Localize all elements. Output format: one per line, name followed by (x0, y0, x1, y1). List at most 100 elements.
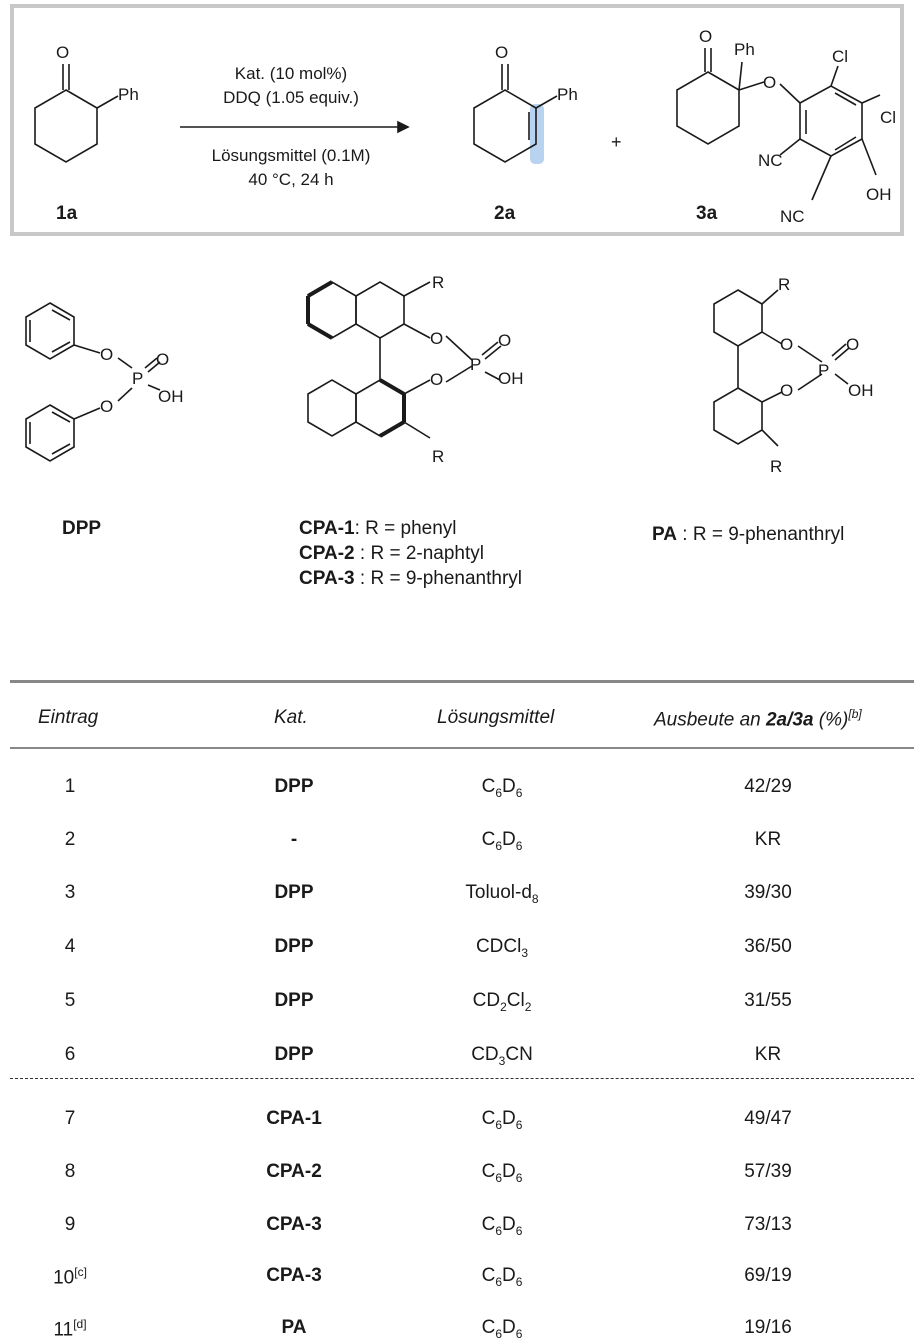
header-entry: Eintrag (38, 707, 99, 728)
cell-solvent: Toluol-d8 (465, 882, 539, 906)
cell-catalyst: PA (281, 1317, 307, 1338)
cell-yield: 73/13 (744, 1214, 792, 1235)
product-3a-chlorine-2: Cl (880, 108, 896, 127)
product-2a-oxygen-atom: O (495, 43, 508, 62)
header-catalyst: Kat. (274, 707, 308, 728)
cell-entry: 6 (64, 1044, 76, 1065)
cell-entry: 2 (64, 829, 76, 850)
table-top-rule (10, 680, 914, 683)
cell-entry: 5 (64, 990, 76, 1011)
cell-yield: 49/47 (744, 1108, 792, 1129)
cell-entry: 8 (64, 1161, 76, 1182)
cell-solvent: C6D6 (481, 1161, 523, 1185)
cell-yield: 36/50 (744, 936, 792, 957)
cell-catalyst: DPP (274, 936, 314, 957)
product-2a-phenyl-group: Ph (557, 85, 578, 104)
cell-catalyst: DPP (274, 1044, 314, 1065)
product-3a-phenyl-group: Ph (734, 40, 755, 59)
pa-r-group-1: R (778, 275, 790, 294)
cpa-hydroxyl: OH (498, 369, 524, 388)
cell-yield: KR (754, 1044, 782, 1065)
cell-solvent: CDCl3 (475, 936, 529, 960)
dpp-oxo: O (156, 350, 169, 369)
cell-yield: 19/16 (744, 1317, 792, 1338)
cell-solvent: C6D6 (481, 1265, 523, 1289)
cpa-1-label: CPA-1: R = phenyl (299, 518, 457, 539)
product-3a-hydroxyl: OH (866, 185, 892, 204)
cell-entry: 7 (64, 1108, 76, 1129)
product-3a-label: 3a (696, 203, 718, 224)
cell-solvent: C6D6 (481, 829, 523, 853)
cell-yield: KR (754, 829, 782, 850)
cell-catalyst: CPA-3 (266, 1214, 322, 1235)
condition-solvent: Lösungsmittel (0.1M) (211, 146, 371, 165)
product-3a-nitrile-2: NC (780, 207, 805, 226)
cell-entry: 1 (64, 776, 76, 797)
reaction-arrow (180, 120, 410, 134)
dpp-hydroxyl: OH (158, 387, 184, 406)
cell-solvent: C6D6 (481, 1317, 523, 1341)
pa-r-group-2: R (770, 457, 782, 476)
reactant-label: 1a (56, 203, 78, 224)
cell-catalyst: - (290, 829, 298, 850)
cell-catalyst: DPP (274, 882, 314, 903)
reaction-scheme-box (10, 4, 904, 236)
pa-structure (713, 289, 850, 447)
table-header-rule (10, 747, 914, 749)
pa-oxo: O (846, 335, 859, 354)
reactant-phenyl-group: Ph (118, 85, 139, 104)
cell-yield: 42/29 (744, 776, 792, 797)
cell-yield: 57/39 (744, 1161, 792, 1182)
table-dashed-separator (10, 1078, 914, 1079)
dpp-phosphorus: P (132, 369, 143, 388)
cell-solvent: C6D6 (481, 776, 523, 800)
dpp-structure (25, 302, 161, 462)
product-3a-nitrile-1: NC (758, 151, 783, 170)
product-3a-structure (676, 48, 881, 201)
cell-yield: 31/55 (744, 990, 792, 1011)
cell-solvent: CD2Cl2 (472, 990, 532, 1014)
cell-solvent: C6D6 (481, 1108, 523, 1132)
header-yield: Ausbeute an 2a/3a (%)[b] (654, 707, 862, 731)
pa-phosphorus: P (818, 361, 829, 380)
cell-catalyst: CPA-3 (266, 1265, 322, 1286)
cpa-oxo: O (498, 331, 511, 350)
product-2a-structure (473, 64, 558, 164)
pa-oxygen-2: O (780, 381, 793, 400)
cell-solvent: C6D6 (481, 1214, 523, 1238)
catalyst-structures: O O P O OH R O O P O OH R R O O P O OH R (25, 273, 874, 476)
reactant-oxygen-atom: O (56, 43, 69, 62)
pa-label: PA : R = 9-phenanthryl (652, 524, 845, 545)
cell-entry: 4 (64, 936, 76, 957)
condition-oxidant: DDQ (1.05 equiv.) (223, 88, 359, 107)
pa-oxygen-1: O (780, 335, 793, 354)
cell-solvent: CD3CN (471, 1044, 533, 1068)
product-3a-oxygen-atom: O (699, 27, 712, 46)
dpp-oxygen-2: O (100, 397, 113, 416)
product-3a-ether-oxygen: O (763, 73, 776, 92)
cpa-r-group-2: R (432, 447, 444, 466)
cell-entry: 11[d] (53, 1317, 87, 1341)
pa-hydroxyl: OH (848, 381, 874, 400)
cpa-3-label: CPA-3 : R = 9-phenanthryl (299, 568, 523, 589)
header-solvent: Lösungsmittel (437, 707, 555, 728)
cpa-oxygen-2: O (430, 370, 443, 389)
cpa-structure (306, 280, 502, 439)
cpa-r-group-1: R (432, 273, 444, 292)
entry-footnote: [d] (73, 1317, 87, 1331)
dpp-oxygen-1: O (100, 345, 113, 364)
entry-footnote: [c] (74, 1265, 87, 1279)
cell-catalyst: DPP (274, 776, 314, 797)
dpp-label: DPP (62, 518, 102, 539)
condition-temp-time: 40 °C, 24 h (248, 170, 334, 189)
cpa-oxygen-1: O (430, 329, 443, 348)
product-2a-label: 2a (494, 203, 516, 224)
cell-entry: 3 (64, 882, 76, 903)
cell-entry: 10[c] (53, 1265, 87, 1289)
product-3a-chlorine-1: Cl (832, 47, 848, 66)
cpa-2-label: CPA-2 : R = 2-naphtyl (299, 543, 484, 564)
cell-catalyst: CPA-2 (266, 1161, 322, 1182)
cell-catalyst: CPA-1 (266, 1108, 322, 1129)
reactant-1a-structure (34, 64, 119, 163)
cell-entry: 9 (64, 1214, 76, 1235)
